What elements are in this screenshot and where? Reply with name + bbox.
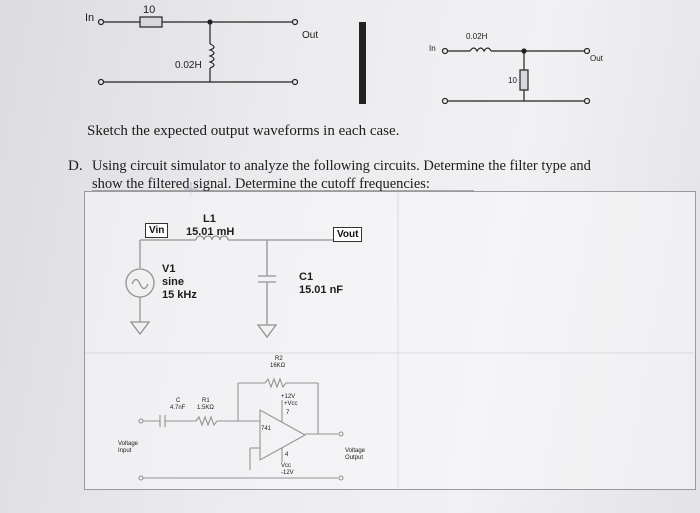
vneg-value: -12V [281,470,294,476]
question-d-line1: Using circuit simulator to analyze the f… [92,158,591,174]
v1-name: V1 [162,263,176,275]
question-d-line2: show the filtered signal. Determine the … [92,176,430,192]
vpos-pin: 7 [286,410,290,416]
voltage-input-label-2: Input [118,448,132,454]
divider-bar [359,22,366,104]
top-right-inductor [469,47,492,53]
sketch-instruction: Sketch the expected output waveforms in … [87,123,400,139]
v1-frequency: 15 kHz [162,289,197,301]
l1-name: L1 [203,213,216,225]
opamp-name: 741 [261,426,272,432]
top-right-resistor-value: 10 [508,76,517,85]
r2-name: R2 [275,356,283,362]
top-right-in-label: In [429,44,436,53]
c1-value: 15.01 nF [299,284,344,296]
top-right-out-label: Out [590,54,603,63]
voltage-output-label-2: Output [345,455,364,461]
answer-box [84,191,696,490]
v1-type: sine [162,276,185,288]
top-right-resistor [519,69,529,91]
top-left-input-terminal [97,18,105,26]
top-left-inductor [208,43,215,69]
vneg-label: Vcc [281,463,292,469]
r1-name: R1 [202,398,210,404]
voltage-input-label-1: Voltage [118,441,139,447]
c1-name: C1 [299,271,314,283]
top-left-out-label: Out [302,30,319,41]
voltage-output-label-1: Voltage [345,448,366,454]
top-left-output-terminal [291,18,299,26]
vpos-label: +Vcc [284,401,298,407]
question-d-label: D. [68,158,83,174]
top-left-in-label: In [85,12,95,24]
top-right-inductor-value: 0.02H [466,32,488,41]
top-left-resistor [139,16,163,28]
r1-value: 1.5KΩ [197,405,214,411]
vout-label: Vout [333,227,363,242]
r2-value: 16KΩ [270,363,286,369]
vneg-pin: 4 [285,452,289,458]
vpos-value: +12V [281,394,296,400]
vin-label: Vin [145,223,169,238]
top-left-resistor-value: 10 [143,4,156,16]
c-value: 4.7nF [170,405,186,411]
top-left-inductor-value: 0.02H [175,60,202,71]
c-name: C [176,398,181,404]
l1-value: 15.01 mH [186,226,235,238]
